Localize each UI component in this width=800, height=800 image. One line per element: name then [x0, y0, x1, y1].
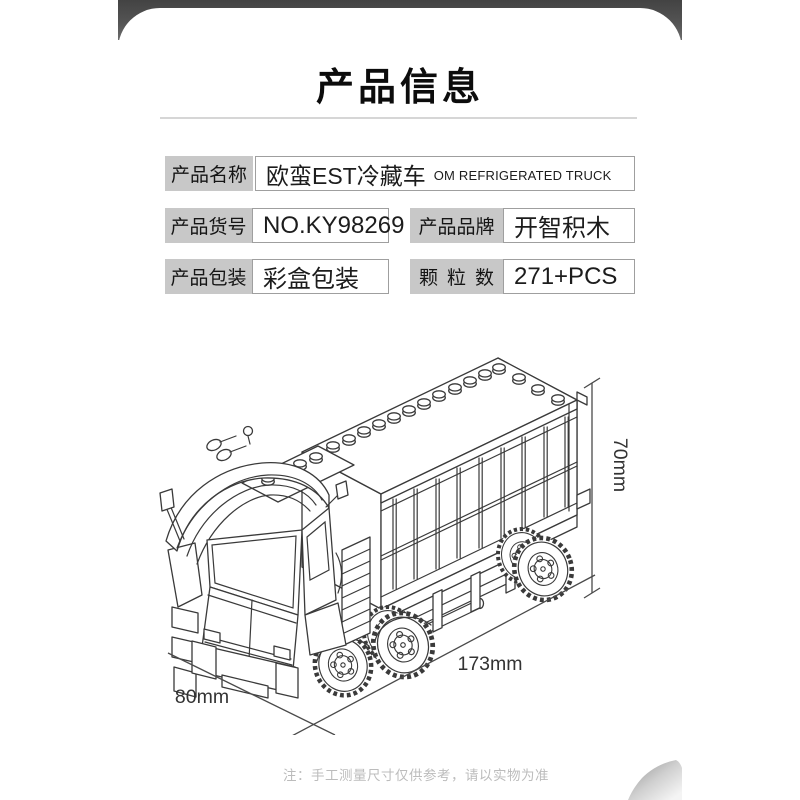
sku-label: 产品货号	[165, 208, 252, 243]
page-curl	[628, 760, 682, 800]
measurement-footnote: 注：手工测量尺寸仅供参考，请以实物为准	[283, 768, 549, 783]
truck-line-drawing: 70mm 173mm 80mm	[159, 357, 630, 735]
product-name-cn: 欧蛮EST冷藏车	[266, 162, 426, 189]
dimension-height-label: 70mm	[609, 438, 630, 492]
truck-cab	[159, 425, 371, 699]
title-divider	[160, 117, 637, 119]
pieces-value: 271+PCS	[503, 259, 635, 294]
dimension-width-label: 80mm	[175, 686, 229, 708]
brand-value: 开智积木	[503, 208, 635, 243]
dimension-length-label: 173mm	[457, 653, 522, 675]
sku-value: NO.KY98269	[252, 208, 404, 243]
product-name-label: 产品名称	[165, 156, 253, 191]
packaging-value: 彩盒包装	[252, 259, 389, 294]
product-name-en: OM REFRIGERATED TRUCK	[433, 168, 612, 183]
brand-label: 产品品牌	[410, 208, 503, 243]
dimension-annotations: 70mm 173mm 80mm	[167, 377, 630, 735]
product-name-value: 欧蛮EST冷藏车 OM REFRIGERATED TRUCK	[255, 156, 635, 191]
page-title: 产品信息	[315, 67, 484, 109]
packaging-label: 产品包装	[165, 259, 252, 294]
pieces-label: 颗粒数	[410, 259, 503, 294]
